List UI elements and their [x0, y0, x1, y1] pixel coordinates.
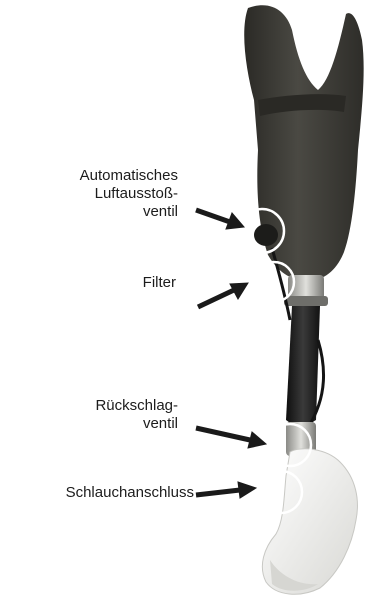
arrow-filter [198, 283, 248, 307]
label-check-valve: Rückschlag- ventil [95, 397, 178, 433]
arrow-hose-connection [196, 482, 256, 498]
air-valve-knob [254, 224, 278, 246]
label-hose-connection: Schlauchanschluss [66, 484, 194, 502]
coupling-ring [284, 296, 328, 306]
arrow-auto-valve [196, 210, 244, 229]
label-auto-valve: Automatisches Luftausstoß- ventil [80, 167, 178, 221]
label-filter: Filter [143, 274, 176, 292]
arrow-check-valve [196, 428, 266, 448]
